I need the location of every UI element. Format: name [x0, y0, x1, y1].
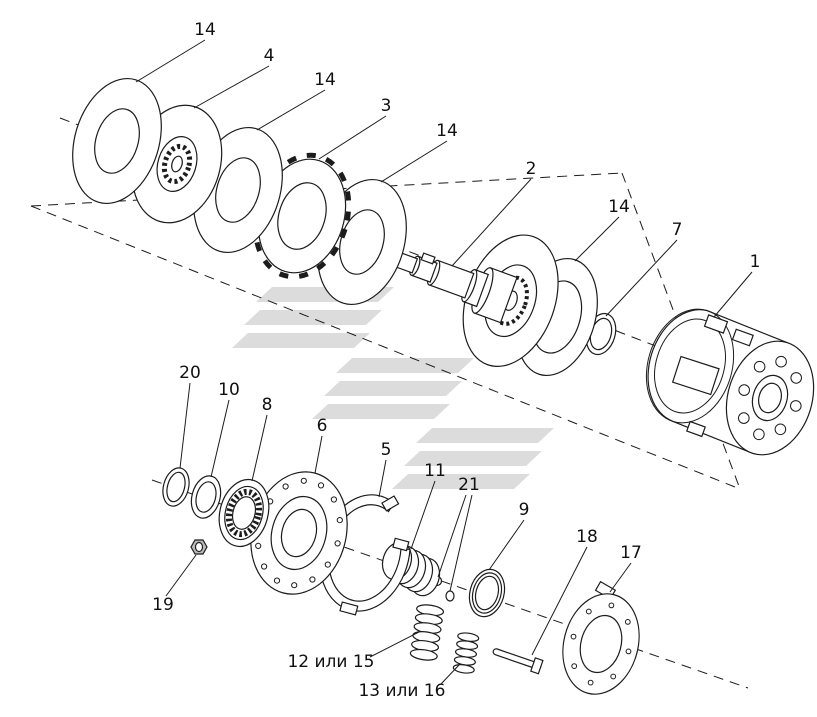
leader-9: [488, 519, 525, 571]
callout-14c: 14: [436, 121, 458, 141]
part-bushing-9: [468, 568, 506, 618]
callouts: 14 4 14 3 14 2 14 7 1 20 10 8 6 5 11 21 …: [152, 20, 760, 701]
part-friction-disc-14a: [72, 77, 162, 205]
leader-17: [609, 562, 632, 593]
callout-2: 2: [526, 159, 537, 179]
callout-8: 8: [262, 395, 273, 415]
watermark-logo: [232, 287, 554, 489]
leader-1: [713, 271, 753, 318]
part-ring-10: [190, 475, 222, 519]
leader-14c: [380, 140, 448, 183]
construction-line-diagonal: [30, 205, 741, 490]
callout-12-15: 12 или 15: [287, 652, 374, 672]
callout-17: 17: [620, 543, 642, 563]
part-spring-13-16: [452, 632, 480, 674]
callout-14b: 14: [314, 70, 336, 90]
callout-7: 7: [672, 220, 683, 240]
part-nut-19: [190, 539, 208, 555]
callout-6: 6: [317, 416, 328, 436]
part-plate-17: [562, 580, 640, 695]
part-bearing-8: [218, 478, 270, 548]
part-spring-12-15: [409, 604, 445, 661]
callout-10: 10: [218, 380, 240, 400]
leader-14d: [574, 216, 620, 262]
leader-6: [314, 435, 323, 474]
leader-5: [378, 459, 387, 498]
part-snap-ring-20: [162, 467, 190, 507]
callout-3: 3: [381, 96, 392, 116]
leader-20: [179, 382, 191, 469]
leader-14b: [256, 89, 326, 131]
leader-21b: [449, 494, 473, 592]
callout-4: 4: [264, 46, 275, 66]
leader-11: [410, 480, 436, 550]
callout-13-16: 13 или 16: [358, 681, 445, 701]
leader-10: [210, 399, 230, 478]
part-shaft-2: [391, 234, 559, 367]
leader-12-15: [369, 631, 420, 658]
callout-19: 19: [152, 595, 174, 615]
leader-7: [605, 239, 678, 317]
leader-lines: [135, 39, 753, 685]
leader-13-16: [440, 664, 460, 685]
callout-21: 21: [458, 475, 480, 495]
leader-19: [165, 554, 197, 597]
leader-4: [193, 65, 270, 109]
part-drum-1: [645, 308, 815, 456]
leader-14a: [135, 39, 206, 83]
callout-14d: 14: [608, 197, 630, 217]
leader-2: [451, 178, 532, 267]
callout-20: 20: [179, 363, 201, 383]
leader-8: [251, 414, 268, 482]
part-flange-6: [250, 471, 348, 595]
leader-3: [318, 115, 387, 160]
callout-5: 5: [381, 440, 392, 460]
leader-18: [531, 546, 588, 656]
callout-9: 9: [519, 500, 530, 520]
callout-1: 1: [750, 252, 761, 272]
callout-11: 11: [424, 461, 446, 481]
callout-14a: 14: [194, 20, 216, 40]
leader-21a: [437, 494, 467, 578]
part-pin-18: [492, 648, 544, 675]
callout-18: 18: [576, 527, 598, 547]
